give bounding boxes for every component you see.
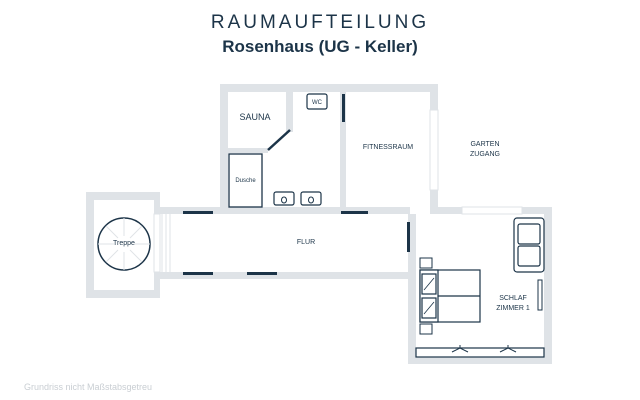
window (153, 213, 161, 273)
door-mark (183, 272, 213, 275)
wall (340, 92, 346, 212)
nightstand (419, 257, 433, 269)
room-label-flur: FLUR (296, 239, 316, 246)
wall (408, 214, 416, 364)
room-label-schlaf: SCHLAF (499, 295, 527, 302)
room-label-sauna: SAUNA (239, 112, 271, 122)
sauna-door (267, 129, 291, 151)
door-mark (341, 211, 368, 214)
wall (220, 84, 228, 214)
wall (220, 84, 438, 92)
nightstand (419, 323, 433, 335)
wc-icon (306, 93, 328, 110)
page-title: RAUMAUFTEILUNG (210, 12, 430, 33)
door-mark (247, 272, 277, 275)
room-label-zimmer: ZIMMER 1 (496, 305, 530, 312)
sofa (513, 217, 545, 273)
wall (408, 357, 552, 364)
room-label-wc: WC (312, 100, 322, 106)
sink-icon (300, 191, 322, 206)
wall (86, 290, 160, 298)
bed (419, 269, 481, 323)
wall (86, 192, 160, 200)
page-subtitle: Rosenhaus (UG - Keller) (222, 37, 418, 56)
room-label-garten: GARTEN (470, 141, 500, 148)
wall (160, 272, 410, 279)
wardrobe (415, 347, 545, 358)
wall (154, 192, 160, 214)
room-label-zugang: ZUGANG (470, 151, 500, 158)
wall (86, 192, 94, 298)
sink-icon (273, 191, 295, 206)
shower (228, 153, 263, 208)
wall (544, 207, 552, 364)
window (461, 206, 523, 215)
door-mark (342, 94, 345, 122)
room-label-fitness: FITNESSRAUM (362, 144, 414, 151)
room-label-dusche: Dusche (235, 178, 256, 184)
door-mark (407, 222, 410, 252)
disclaimer-caption: Grundriss nicht Maßstabsgetreu (24, 382, 153, 392)
wall (160, 207, 410, 214)
wall (286, 92, 293, 132)
wall (228, 148, 268, 153)
window (429, 109, 439, 191)
room-label-treppe: Treppe (113, 240, 135, 247)
door-mark (183, 211, 213, 214)
wall (154, 272, 160, 298)
side-shelf (537, 279, 543, 311)
